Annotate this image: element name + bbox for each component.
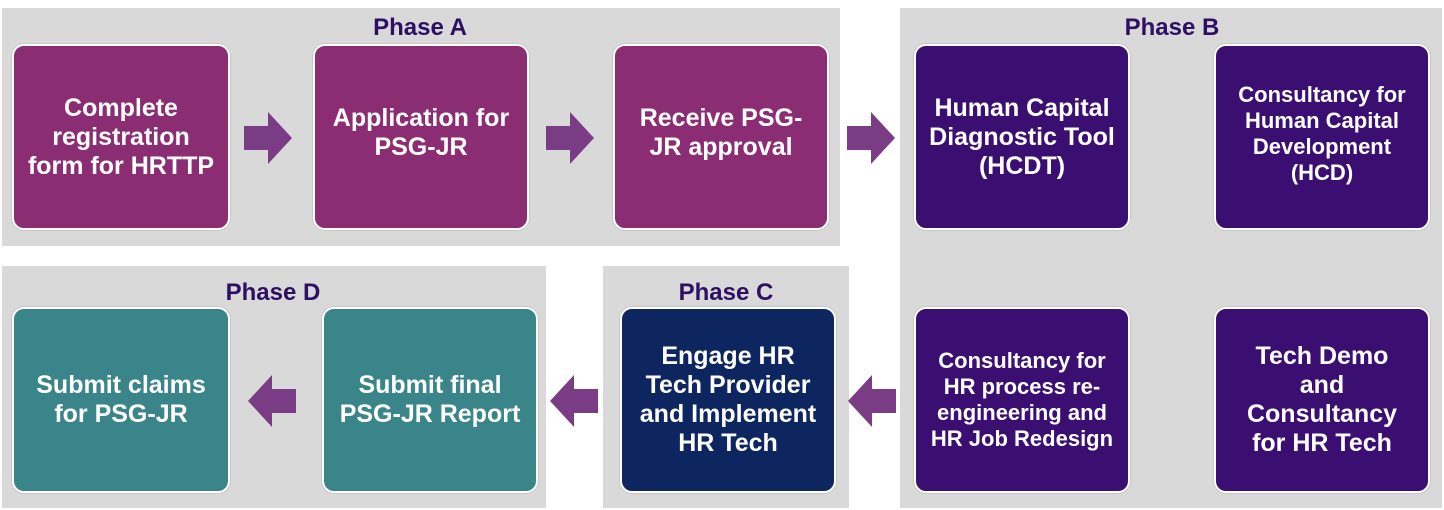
phase-d-title: Phase D	[225, 279, 321, 306]
step-label: Tech Demo and Consultancy for HR Tech	[1246, 342, 1398, 457]
step-label: Receive PSG-JR approval	[639, 104, 803, 161]
step-label: Consultancy for HR process re-engineerin…	[930, 348, 1114, 451]
step-submit-final-report: Submit final PSG-JR Report	[322, 307, 538, 493]
step-label: Application for PSG-JR	[332, 104, 510, 161]
arrow-left-icon	[550, 375, 598, 427]
step-label: Engage HR Tech Provider and Implement HR…	[639, 342, 817, 457]
phase-c-title: Phase C	[678, 279, 774, 306]
step-label: Human Capital Diagnostic Tool (HCDT)	[929, 93, 1115, 180]
step-label: Complete registration form for HRTTP	[27, 93, 215, 180]
arrow-left-icon	[848, 375, 896, 427]
step-submit-claims: Submit claims for PSG-JR	[12, 307, 230, 493]
step-hcdt: Human Capital Diagnostic Tool (HCDT)	[914, 44, 1130, 230]
step-consultancy-hr-process: Consultancy for HR process re-engineerin…	[914, 307, 1130, 493]
arrow-right-icon	[847, 112, 895, 164]
step-application-psg-jr: Application for PSG-JR	[313, 44, 529, 230]
step-complete-registration: Complete registration form for HRTTP	[12, 44, 230, 230]
step-label: Submit final PSG-JR Report	[339, 371, 521, 428]
arrow-right-icon	[244, 112, 292, 164]
step-label: Submit claims for PSG-JR	[36, 371, 206, 428]
arrow-left-icon	[248, 375, 296, 427]
step-receive-approval: Receive PSG-JR approval	[613, 44, 829, 230]
step-label: Consultancy for Human Capital Developmen…	[1238, 82, 1406, 185]
step-tech-demo: Tech Demo and Consultancy for HR Tech	[1214, 307, 1430, 493]
phase-b-title: Phase B	[1124, 14, 1220, 41]
phase-a-title: Phase A	[373, 14, 467, 41]
step-consultancy-hcd: Consultancy for Human Capital Developmen…	[1214, 44, 1430, 230]
arrow-right-icon	[546, 112, 594, 164]
step-engage-hr-tech: Engage HR Tech Provider and Implement HR…	[620, 307, 836, 493]
